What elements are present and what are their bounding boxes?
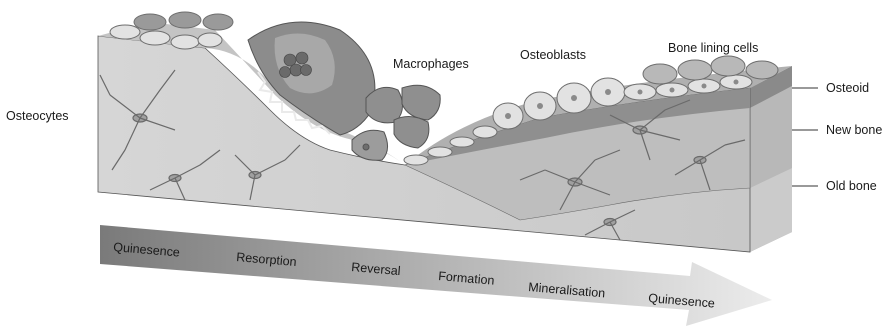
label-old-bone: Old bone <box>826 179 877 193</box>
callout-lines <box>792 88 818 186</box>
label-osteoblasts: Osteoblasts <box>520 48 586 62</box>
label-macrophages: Macrophages <box>393 57 469 71</box>
label-bone-lining-cells: Bone lining cells <box>668 41 758 55</box>
bone-block-side <box>750 66 792 252</box>
label-osteocytes: Osteocytes <box>6 109 69 123</box>
label-osteoid: Osteoid <box>826 81 869 95</box>
label-new-bone: New bone <box>826 123 882 137</box>
